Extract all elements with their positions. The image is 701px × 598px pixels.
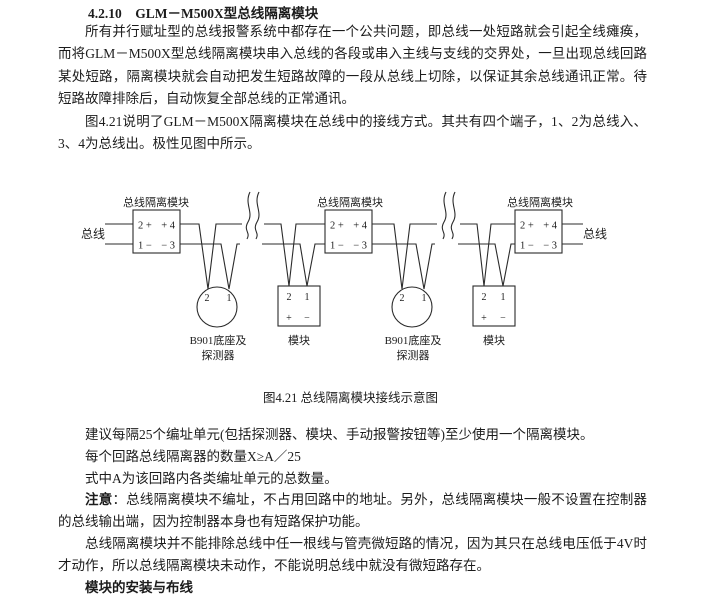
module-device1-minus: − xyxy=(304,313,310,324)
isolator1-terminal-1minus: 1 − xyxy=(138,241,152,252)
isolator2-terminal-2plus: 2 + xyxy=(330,221,344,232)
note-colon: ： xyxy=(112,492,127,508)
module-device1-box xyxy=(277,285,321,327)
wire-minus-seg1 xyxy=(180,243,240,290)
module-device2-minus: − xyxy=(500,313,506,324)
detector1-label-line1: B901底座及 xyxy=(190,333,247,347)
formula-line: 每个回路总线隔离器的数量X≥A／25 xyxy=(85,448,301,464)
isolator-label-2: 总线隔离模块 xyxy=(317,195,383,209)
note-paragraph: 注意：总线隔离模块不编址，不占用回路中的地址。另外，总线隔离模块一般不设置在控制… xyxy=(58,489,647,533)
wire-plus-seg1 xyxy=(180,223,242,290)
scanned-manual-page: { "document": { "heading": "4.2.10 GLM－M… xyxy=(58,6,648,595)
bus-label-right: 总线 xyxy=(583,227,607,241)
bus-label-left: 总线 xyxy=(81,227,105,241)
wire-plus-seg4 xyxy=(460,223,515,287)
module-device2-terminal-2: 2 xyxy=(482,292,487,303)
detector1-terminal-1: 1 xyxy=(227,293,232,304)
detector2-circle xyxy=(391,286,433,328)
isolator2-terminal-plus4: + 4 xyxy=(353,221,368,232)
isolator1-terminal-plus4: + 4 xyxy=(161,221,176,232)
isolator3-terminal-2plus: 2 + xyxy=(520,221,534,232)
isolator1-terminal-2plus: 2 + xyxy=(138,221,152,232)
isolator2-terminal-1minus: 1 − xyxy=(330,241,344,252)
section-heading: 4.2.10 GLM－M500X型总线隔离模块 xyxy=(88,6,319,21)
wire-minus-seg3 xyxy=(372,243,435,290)
body-paragraph-4: 式中A为该回路内各类编址单元的总数量。 xyxy=(85,470,338,486)
detector2-label-line2: 探测器 xyxy=(397,349,430,362)
wiring-diagram: 总线 总线隔离模块 2 + + 4 1 − − 3 2 1 B901底座及 探测… xyxy=(81,191,607,362)
module-device2-terminal-1: 1 xyxy=(501,292,506,303)
module-device2-label: 模块 xyxy=(483,334,505,347)
detector2-label-line1: B901底座及 xyxy=(385,333,442,347)
wire-plus-seg2 xyxy=(264,223,325,287)
bus-break-2 xyxy=(441,191,456,240)
detector1-label-line2: 探测器 xyxy=(202,349,235,362)
bus-stub-left xyxy=(105,223,133,245)
isolator2-terminal-minus3: − 3 xyxy=(353,241,367,252)
isolator-label-3: 总线隔离模块 xyxy=(507,195,573,209)
bus-break-1 xyxy=(245,191,260,240)
body-paragraph-1: 所有并行赋址型的总线报警系统中都存在一个公共问题，即总线一处短路就会引起全线瘫痪… xyxy=(58,24,647,107)
note-label: 注意 xyxy=(85,492,113,508)
detector2-terminal-2: 2 xyxy=(400,293,405,304)
detector1-terminal-2: 2 xyxy=(205,293,210,304)
wire-plus-seg3 xyxy=(372,223,437,290)
module-device2-plus: + xyxy=(481,313,487,324)
isolator-box-3 xyxy=(514,209,563,254)
body-paragraph-5: 总线隔离模块并不能排除总线中任一根线与管壳微短路的情况，因为其只在总线电压低于4… xyxy=(58,535,647,573)
module-device1-terminal-2: 2 xyxy=(287,292,292,303)
isolator-label-1: 总线隔离模块 xyxy=(123,195,189,209)
isolator3-terminal-1minus: 1 − xyxy=(520,241,534,252)
intro-text-block: 所有并行赋址型的总线报警系统中都存在一个公共问题，即总线一处短路就会引起全线瘫痪… xyxy=(58,21,647,155)
module-device1-label: 模块 xyxy=(288,334,310,347)
module-device1-terminal-1: 1 xyxy=(305,292,310,303)
module-device2-box xyxy=(472,285,516,327)
isolator-box-1 xyxy=(132,209,181,254)
note-text: 总线隔离模块不编址，不占用回路中的地址。另外，总线隔离模块一般不设置在控制器的总… xyxy=(58,492,648,530)
module-device1-plus: + xyxy=(286,313,292,324)
detector1-circle xyxy=(196,286,238,328)
bus-stub-right xyxy=(562,223,583,245)
isolator3-terminal-plus4: + 4 xyxy=(543,221,558,232)
figure-caption: 图4.21 总线隔离模块接线示意图 xyxy=(262,391,438,405)
body-paragraph-3: 建议每隔25个编址单元(包括探测器、模块、手动报警按钮等)至少使用一个隔离模块。 xyxy=(85,427,594,442)
notes-text-block: 建议每隔25个编址单元(包括探测器、模块、手动报警按钮等)至少使用一个隔离模块。… xyxy=(58,424,647,598)
isolator3-terminal-minus3: − 3 xyxy=(543,241,557,252)
detector2-terminal-1: 1 xyxy=(422,293,427,304)
isolator-box-2 xyxy=(324,209,373,254)
body-paragraph-2: 图4.21说明了GLM－M500X隔离模块在总线中的接线方式。其共有四个端子，1… xyxy=(58,113,647,152)
isolator1-terminal-minus3: − 3 xyxy=(161,241,175,252)
